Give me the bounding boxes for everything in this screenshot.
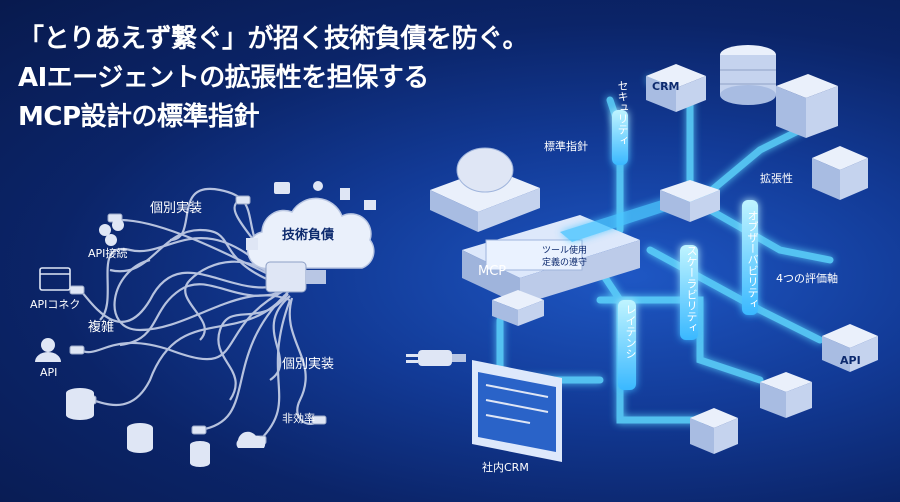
cable-hub — [265, 261, 326, 293]
label-four-axes: 4つの評価軸 — [776, 272, 838, 285]
label-tool-def-2: 定義の遵守 — [542, 258, 588, 268]
label-tool-def-1: ツール使用 — [542, 246, 588, 256]
label-api-connector: APIコネク — [30, 298, 81, 311]
central-hub — [660, 180, 720, 222]
label-mcp: MCP — [478, 264, 507, 279]
label-observability: オブザーバビリティ — [746, 210, 759, 309]
label-crm-box: CRM — [652, 80, 680, 93]
tangled-cables — [79, 187, 321, 441]
label-tech-debt: 技術負債 — [282, 228, 335, 243]
headline-line-1: 「とりあえず繋ぐ」が招く技術負債を防ぐ。 — [18, 24, 529, 54]
right-server — [760, 372, 812, 418]
database-stack — [720, 45, 776, 105]
label-latency: レイテンシ — [624, 304, 637, 359]
extensibility-server — [812, 146, 868, 200]
label-api-connect: API接続 — [88, 247, 128, 260]
left-icons — [35, 219, 266, 467]
label-inefficient: 非効率 — [282, 412, 315, 425]
label-scalability: スケーラビリティ — [685, 245, 698, 333]
label-security: セキュリティ — [616, 80, 629, 146]
glow-pillars — [612, 110, 758, 390]
code-server — [776, 74, 838, 138]
plug-icon — [406, 350, 466, 366]
bottom-cube — [690, 408, 738, 454]
crm-box — [646, 64, 706, 112]
label-api-box: API — [840, 354, 861, 367]
label-api-left: API — [40, 366, 58, 379]
label-complex: 複雑 — [88, 320, 115, 335]
label-individual-impl-top: 個別実装 — [150, 201, 203, 216]
label-individual-impl-bottom: 個別実装 — [282, 357, 335, 372]
headline-line-2: AIエージェントの拡張性を担保する — [18, 63, 429, 93]
label-extensibility: 拡張性 — [760, 172, 793, 185]
headline-line-3: MCP設計の標準指針 — [18, 102, 260, 132]
headline: 「とりあえず繋ぐ」が招く技術負債を防ぐ。 AIエージェントの拡張性を担保する M… — [18, 20, 529, 137]
ai-brain-box — [430, 147, 540, 232]
label-internal-crm: 社内CRM — [482, 461, 529, 474]
label-standard-guideline: 標準指針 — [544, 140, 588, 153]
tech-debt-cloud — [246, 181, 376, 270]
api-box — [822, 324, 878, 372]
network-cube — [492, 290, 544, 326]
crm-window — [472, 360, 562, 462]
